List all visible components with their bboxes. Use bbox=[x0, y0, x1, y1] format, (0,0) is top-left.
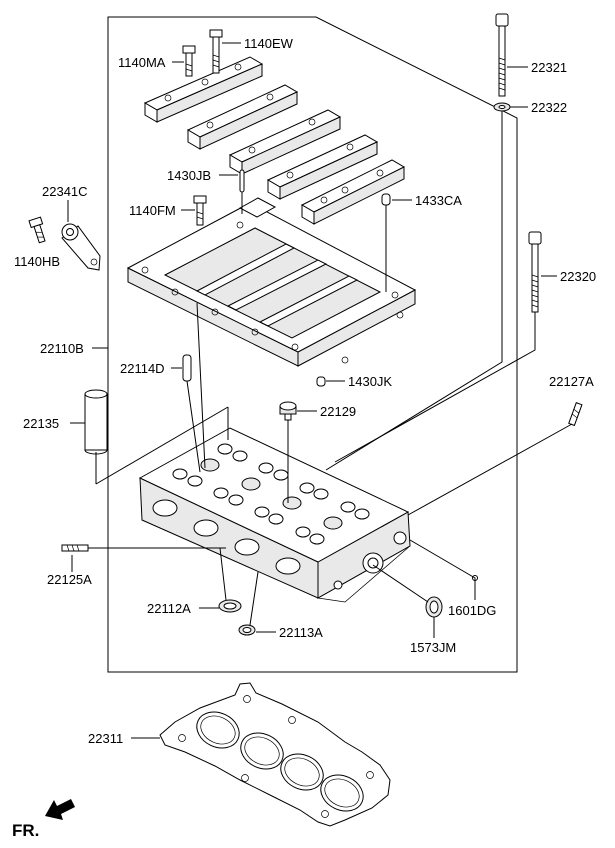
seal-22113A bbox=[238, 624, 256, 636]
valve-spring bbox=[254, 506, 270, 518]
valve-spring bbox=[313, 488, 329, 500]
pin-22114D bbox=[182, 354, 192, 382]
callout-22341C: 22341C bbox=[42, 184, 88, 199]
valve-spring bbox=[258, 462, 274, 474]
head-bolt-22321 bbox=[495, 13, 509, 97]
callout-22311: 22311 bbox=[88, 731, 123, 746]
spark-plug-tube bbox=[323, 516, 343, 530]
ring-22112A bbox=[218, 599, 242, 613]
callout-22112A: 22112A bbox=[147, 601, 191, 616]
callout-1573JM: 1573JM bbox=[410, 640, 456, 655]
callout-1430JK: 1430JK bbox=[348, 374, 392, 389]
valve-spring bbox=[273, 469, 289, 481]
camshaft-carrier-22110B bbox=[126, 197, 417, 367]
cam-end-hole bbox=[367, 557, 379, 569]
gasket-bore-inner bbox=[200, 715, 236, 745]
leader-lines bbox=[67, 42, 573, 739]
callout-22135: 22135 bbox=[23, 416, 59, 431]
bolt-1140MA bbox=[182, 45, 196, 77]
stud-22125A bbox=[61, 544, 89, 552]
spark-plug-tube bbox=[282, 496, 302, 510]
valve-spring bbox=[187, 475, 203, 487]
valve-spring bbox=[228, 494, 244, 506]
bearing-cap-2 bbox=[186, 84, 299, 150]
callout-22125A: 22125A bbox=[47, 572, 92, 587]
exhaust-port bbox=[234, 538, 260, 556]
callout-22110B: 22110B bbox=[40, 341, 84, 356]
dowel-1433CA bbox=[381, 193, 391, 206]
bracket-22341C bbox=[61, 223, 101, 271]
bolt-1140FM bbox=[193, 195, 207, 226]
callout-1140EW: 1140EW bbox=[244, 36, 294, 51]
callout-1601DG: 1601DG bbox=[448, 603, 496, 618]
dowel-sleeve-22135 bbox=[84, 389, 108, 455]
callout-1140MA: 1140MA bbox=[118, 55, 166, 70]
washer-22322 bbox=[493, 102, 511, 112]
gasket-bore-inner bbox=[324, 778, 360, 808]
exhaust-port bbox=[193, 519, 219, 537]
callout-22320: 22320 bbox=[560, 269, 596, 284]
callout-22127A: 22127A bbox=[549, 374, 594, 389]
valve-spring bbox=[309, 533, 325, 545]
cap-1573JM bbox=[425, 596, 443, 618]
front-direction-arrow-icon bbox=[45, 799, 75, 820]
valve-spring bbox=[232, 450, 248, 462]
side-hole bbox=[333, 580, 343, 590]
bearing-cap-3 bbox=[228, 109, 342, 175]
callout-1430JB: 1430JB bbox=[167, 168, 211, 183]
dowel-1430JK bbox=[316, 376, 326, 387]
callout-22113A: 22113A bbox=[279, 625, 323, 640]
head-gasket-22311 bbox=[159, 682, 391, 827]
bolt-1140EW bbox=[209, 29, 223, 74]
valve-spring bbox=[217, 443, 233, 455]
bearing-cap-5 bbox=[300, 159, 406, 225]
pin-1430JB bbox=[239, 169, 245, 193]
spark-plug-tube bbox=[200, 458, 220, 472]
valve-spring bbox=[295, 526, 311, 538]
spark-plug-tube bbox=[241, 477, 261, 491]
plug-22129 bbox=[279, 401, 297, 421]
valve-spring bbox=[340, 501, 356, 513]
assembly-outline-box bbox=[107, 16, 518, 673]
cylinder-head bbox=[138, 427, 411, 603]
bearing-cap-1 bbox=[143, 56, 264, 123]
gasket-bore-inner bbox=[244, 736, 280, 766]
valve-spring bbox=[172, 468, 188, 480]
callout-22321: 22321 bbox=[531, 60, 567, 75]
callout-1140HB: 1140HB bbox=[14, 254, 60, 269]
valve-spring bbox=[354, 508, 370, 520]
callout-1433CA: 1433CA bbox=[415, 193, 462, 208]
front-direction-label: FR. bbox=[12, 821, 39, 840]
exhaust-port bbox=[275, 557, 301, 575]
valve-spring bbox=[299, 482, 315, 494]
head-bolt-22320 bbox=[528, 231, 542, 313]
bolt-1140HB bbox=[28, 216, 46, 244]
valve-spring bbox=[213, 487, 229, 499]
exhaust-port bbox=[152, 499, 178, 517]
gasket-bore-inner bbox=[284, 757, 320, 787]
callout-22114D: 22114D bbox=[120, 361, 165, 376]
stud-22127A bbox=[568, 402, 583, 427]
bearing-cap-4 bbox=[266, 134, 379, 200]
side-hole bbox=[393, 531, 407, 545]
callout-1140FM: 1140FM bbox=[129, 203, 176, 218]
callout-22129: 22129 bbox=[320, 404, 356, 419]
valve-spring bbox=[268, 513, 284, 525]
callout-22322: 22322 bbox=[531, 100, 567, 115]
